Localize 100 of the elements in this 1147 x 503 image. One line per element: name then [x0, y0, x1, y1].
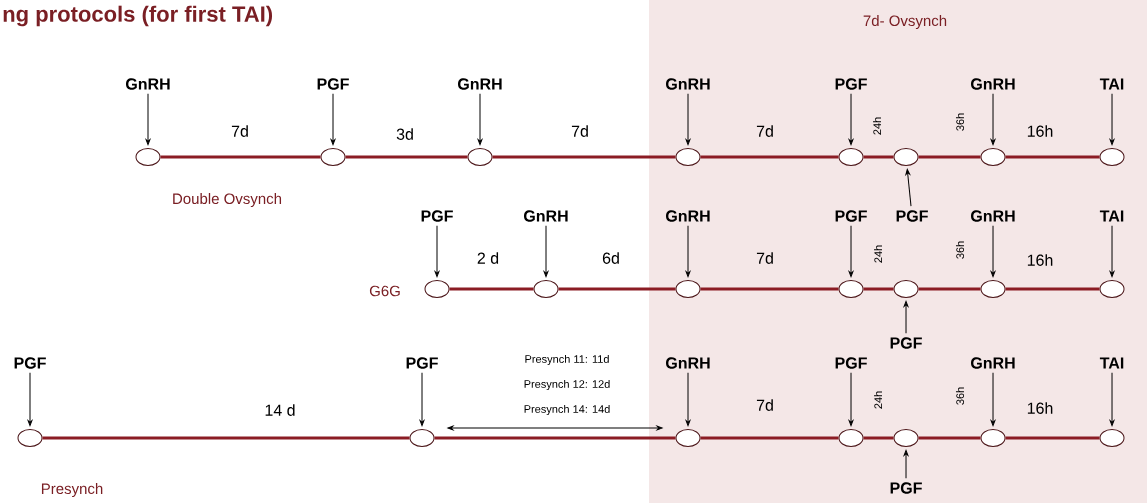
- timeline-segment: [700, 436, 839, 440]
- event-label: TAI: [1099, 210, 1124, 222]
- timepoint-marker: [838, 148, 864, 166]
- duration-label: 14 d: [265, 404, 295, 416]
- timeline-segment: [345, 155, 468, 159]
- duration-label: 7d: [756, 252, 773, 264]
- arrow: [685, 225, 691, 278]
- timeline-segment: [492, 155, 676, 159]
- arrow: [145, 93, 151, 146]
- duration-label: 24h: [874, 245, 882, 263]
- event-label: PGF: [406, 357, 438, 369]
- event-label: GnRH: [458, 78, 502, 90]
- timepoint-marker: [135, 148, 161, 166]
- event-label: GnRH: [524, 210, 568, 222]
- interval-note: Presynch 14: 14d: [524, 404, 610, 416]
- event-label: GnRH: [666, 357, 710, 369]
- event-label: PGF: [896, 210, 928, 222]
- duration-label: 36h: [956, 113, 965, 131]
- event-label: PGF: [421, 210, 453, 222]
- timepoint-marker: [424, 280, 450, 298]
- timeline-segment: [160, 155, 321, 159]
- duration-label: 36h: [956, 241, 965, 259]
- timeline-segment: [863, 436, 894, 440]
- timepoint-marker: [980, 280, 1006, 298]
- arrow: [477, 93, 483, 146]
- timeline-segment: [558, 287, 676, 291]
- duration-label: 24h: [874, 391, 882, 409]
- timeline-segment: [1005, 436, 1100, 440]
- event-label: TAI: [1099, 78, 1124, 90]
- arrow: [1109, 372, 1115, 427]
- duration-label: 16h: [1027, 254, 1053, 266]
- timeline-segment: [42, 436, 410, 440]
- timepoint-marker: [980, 148, 1006, 166]
- arrow: [27, 372, 33, 427]
- event-label: TAI: [1099, 357, 1124, 369]
- interval-note: Presynch 11: 11d: [525, 354, 609, 366]
- timeline-segment: [434, 436, 676, 440]
- event-label: GnRH: [666, 210, 710, 222]
- timepoint-marker: [409, 429, 435, 447]
- arrow: [990, 93, 996, 146]
- timepoint-marker: [980, 429, 1006, 447]
- arrow: [685, 93, 691, 146]
- arrow: [685, 372, 691, 427]
- duration-label: 7d: [571, 125, 588, 137]
- duration-label: 3d: [396, 128, 413, 140]
- event-label: GnRH: [126, 78, 170, 90]
- interval-arrow: [447, 425, 663, 431]
- duration-label: 7d: [756, 125, 773, 137]
- timepoint-marker: [675, 429, 701, 447]
- duration-label: 24h: [873, 117, 881, 135]
- title: ng protocols (for first TAI): [3, 5, 273, 27]
- timepoint-marker: [1099, 280, 1125, 298]
- timepoint-marker: [675, 280, 701, 298]
- timepoint-marker: [533, 280, 559, 298]
- event-label: PGF: [835, 210, 867, 222]
- timepoint-marker: [1099, 148, 1125, 166]
- timeline-segment: [700, 287, 839, 291]
- timeline-segment: [863, 287, 894, 291]
- event-label: PGF: [890, 337, 922, 349]
- timepoint-marker: [893, 429, 919, 447]
- timeline-segment: [918, 287, 981, 291]
- arrow: [848, 93, 854, 146]
- arrow: [903, 300, 909, 334]
- timeline-segment: [918, 436, 981, 440]
- arrow: [1109, 93, 1115, 146]
- timepoint-marker: [838, 280, 864, 298]
- timepoint-marker: [467, 148, 493, 166]
- arrow: [330, 93, 336, 146]
- duration-label: 6d: [602, 252, 619, 264]
- timeline-segment: [700, 155, 839, 159]
- protocol-name: 7d- Ovsynch: [863, 15, 947, 29]
- arrow: [848, 372, 854, 427]
- arrow: [990, 225, 996, 278]
- duration-label: 16h: [1027, 125, 1053, 137]
- timepoint-marker: [675, 148, 701, 166]
- arrow: [848, 225, 854, 278]
- timeline-segment: [863, 155, 894, 159]
- duration-label: 2 d: [477, 252, 499, 264]
- duration-label: 16h: [1027, 402, 1053, 414]
- arrow: [419, 372, 425, 427]
- timeline-segment: [1005, 155, 1100, 159]
- event-label: GnRH: [971, 78, 1015, 90]
- event-label: PGF: [835, 357, 867, 369]
- timeline-segment: [449, 287, 534, 291]
- duration-label: 7d: [231, 125, 248, 137]
- protocol-name: G6G: [369, 285, 400, 297]
- event-label: PGF: [317, 78, 349, 90]
- event-label: GnRH: [971, 357, 1015, 369]
- interval-note: Presynch 12: 12d: [524, 379, 610, 391]
- timepoint-marker: [320, 148, 346, 166]
- timepoint-marker: [1099, 429, 1125, 447]
- timeline-segment: [1005, 287, 1100, 291]
- arrow: [543, 225, 549, 278]
- event-label: GnRH: [666, 78, 710, 90]
- timepoint-marker: [893, 148, 919, 166]
- timepoint-marker: [893, 280, 919, 298]
- protocol-name: Presynch: [41, 483, 103, 497]
- arrow: [1109, 225, 1115, 278]
- timepoint-marker: [838, 429, 864, 447]
- event-label: PGF: [14, 357, 46, 369]
